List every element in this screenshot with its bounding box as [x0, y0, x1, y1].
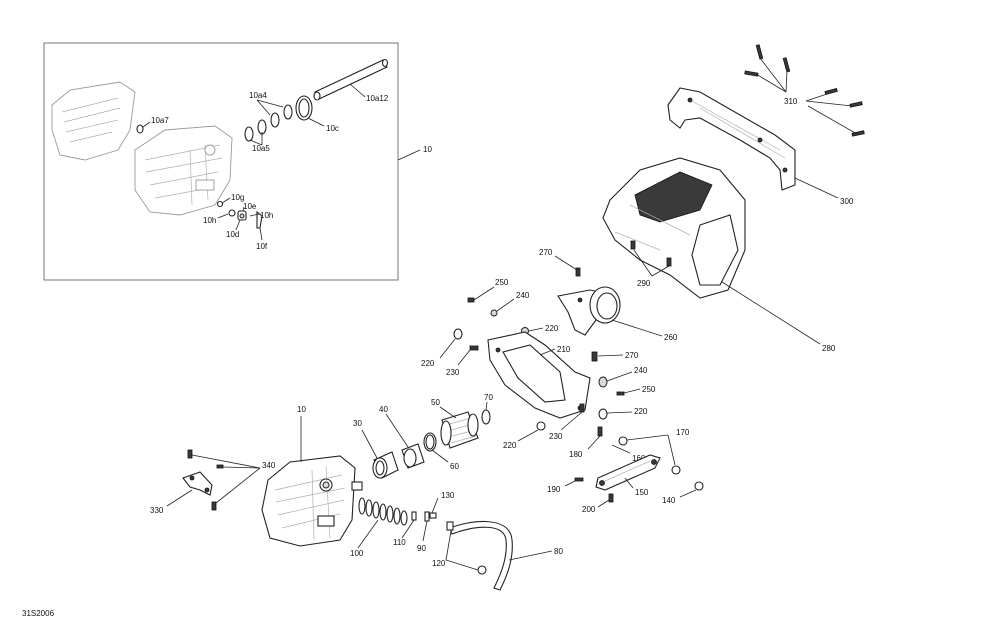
callout-10a12[interactable]: 10a12 [366, 94, 389, 103]
callout-260[interactable]: 260 [664, 333, 678, 342]
callout-10-kit[interactable]: 10 [423, 145, 432, 154]
bolt-340b [216, 464, 224, 469]
boot-50 [440, 411, 479, 449]
callout-230-left[interactable]: 230 [446, 368, 460, 377]
callout-10a4[interactable]: 10a4 [249, 91, 267, 100]
callout-120[interactable]: 120 [432, 559, 446, 568]
callout-130[interactable]: 130 [441, 491, 455, 500]
fitting-130 [429, 512, 437, 519]
callout-280[interactable]: 280 [822, 344, 836, 353]
o-rings-10a4-10a5 [244, 104, 293, 142]
callout-160[interactable]: 160 [632, 454, 646, 463]
bolt-290a [630, 240, 636, 250]
nut-220-low [536, 421, 546, 431]
callout-90[interactable]: 90 [417, 544, 426, 553]
nut-220-mid [598, 408, 608, 420]
callout-270-mid[interactable]: 270 [625, 351, 639, 360]
bolt-270-top [575, 267, 581, 277]
callout-10h-left[interactable]: 10h [203, 216, 216, 225]
callout-10a7[interactable]: 10a7 [151, 116, 169, 125]
callout-290[interactable]: 290 [637, 279, 651, 288]
callout-10a5[interactable]: 10a5 [252, 144, 270, 153]
callout-10c[interactable]: 10c [326, 124, 339, 133]
callout-70[interactable]: 70 [484, 393, 493, 402]
callout-180[interactable]: 180 [569, 450, 583, 459]
callout-220-top[interactable]: 220 [545, 324, 559, 333]
bracket-frame-300 [667, 87, 796, 191]
callout-240-top[interactable]: 240 [516, 291, 530, 300]
callout-10e[interactable]: 10e [243, 202, 257, 211]
callout-150[interactable]: 150 [635, 488, 649, 497]
kit-inset-box: 10 10a12 10c [43, 42, 432, 281]
callout-190[interactable]: 190 [547, 485, 561, 494]
callout-310[interactable]: 310 [784, 97, 798, 106]
callout-340[interactable]: 340 [262, 461, 276, 470]
clamp-120a [446, 521, 454, 531]
washer-240-top [490, 309, 498, 317]
callout-10f[interactable]: 10f [256, 242, 268, 251]
bolts-310 [744, 44, 865, 137]
elbow-260 [557, 286, 621, 336]
ghost-housing-drawing [51, 81, 233, 216]
callout-140[interactable]: 140 [662, 496, 676, 505]
fitting-90 [424, 511, 430, 522]
sleeve-40 [401, 443, 425, 469]
stay-rod-150 [595, 454, 661, 491]
cover-280 [602, 157, 746, 299]
tube-10a12: 10a12 [313, 58, 389, 103]
bolt-230-left [469, 345, 479, 351]
callout-240-mid[interactable]: 240 [634, 366, 648, 375]
nut-140 [694, 481, 704, 491]
callout-10-main[interactable]: 10 [297, 405, 306, 414]
washer-240-mid [598, 376, 608, 388]
spring-pack-100 [358, 497, 408, 526]
bolt-180 [597, 426, 603, 437]
bolt-340a [187, 449, 193, 459]
nut-170 [618, 436, 628, 446]
callout-230-mid[interactable]: 230 [549, 432, 563, 441]
coupler-30 [372, 451, 399, 479]
callout-50[interactable]: 50 [431, 398, 440, 407]
callout-40[interactable]: 40 [379, 405, 388, 414]
hose-80 [449, 521, 513, 591]
bracket-330 [182, 471, 213, 496]
callout-170[interactable]: 170 [676, 428, 690, 437]
nut-220-left [453, 328, 463, 340]
bolt-250-mid [616, 391, 625, 396]
callout-30[interactable]: 30 [353, 419, 362, 428]
callout-250-top[interactable]: 250 [495, 278, 509, 287]
callout-220-mid[interactable]: 220 [634, 407, 648, 416]
callout-330[interactable]: 330 [150, 506, 164, 515]
callout-80[interactable]: 80 [554, 547, 563, 556]
clamp-70 [481, 409, 491, 425]
callout-220-left[interactable]: 220 [421, 359, 435, 368]
clamp-120b [477, 565, 487, 575]
callout-100[interactable]: 100 [350, 549, 364, 558]
pin-110 [411, 511, 417, 521]
callout-220-low[interactable]: 220 [503, 441, 517, 450]
bolt-340c [211, 501, 217, 511]
callout-10g[interactable]: 10g [231, 193, 244, 202]
callout-60[interactable]: 60 [450, 462, 459, 471]
callout-200[interactable]: 200 [582, 505, 596, 514]
bolt-200 [608, 493, 614, 503]
bracket-210 [487, 331, 591, 419]
callout-210[interactable]: 210 [557, 345, 571, 354]
diagram-reference-code: 31S2006 [22, 609, 55, 618]
bolt-250-top [467, 297, 475, 303]
supercharger-housing-10 [261, 455, 363, 547]
bolt-230-mid [579, 403, 585, 413]
clip-10a7 [136, 124, 144, 134]
callout-250-mid[interactable]: 250 [642, 385, 656, 394]
callout-10h-right[interactable]: 10h [260, 211, 273, 220]
callout-110[interactable]: 110 [393, 538, 406, 547]
bolt-290b [666, 257, 672, 267]
bolt-270-mid [591, 351, 598, 362]
callout-300[interactable]: 300 [840, 197, 854, 206]
bolt-190 [574, 477, 584, 482]
callout-10d[interactable]: 10d [226, 230, 239, 239]
callout-270-top[interactable]: 270 [539, 248, 553, 257]
